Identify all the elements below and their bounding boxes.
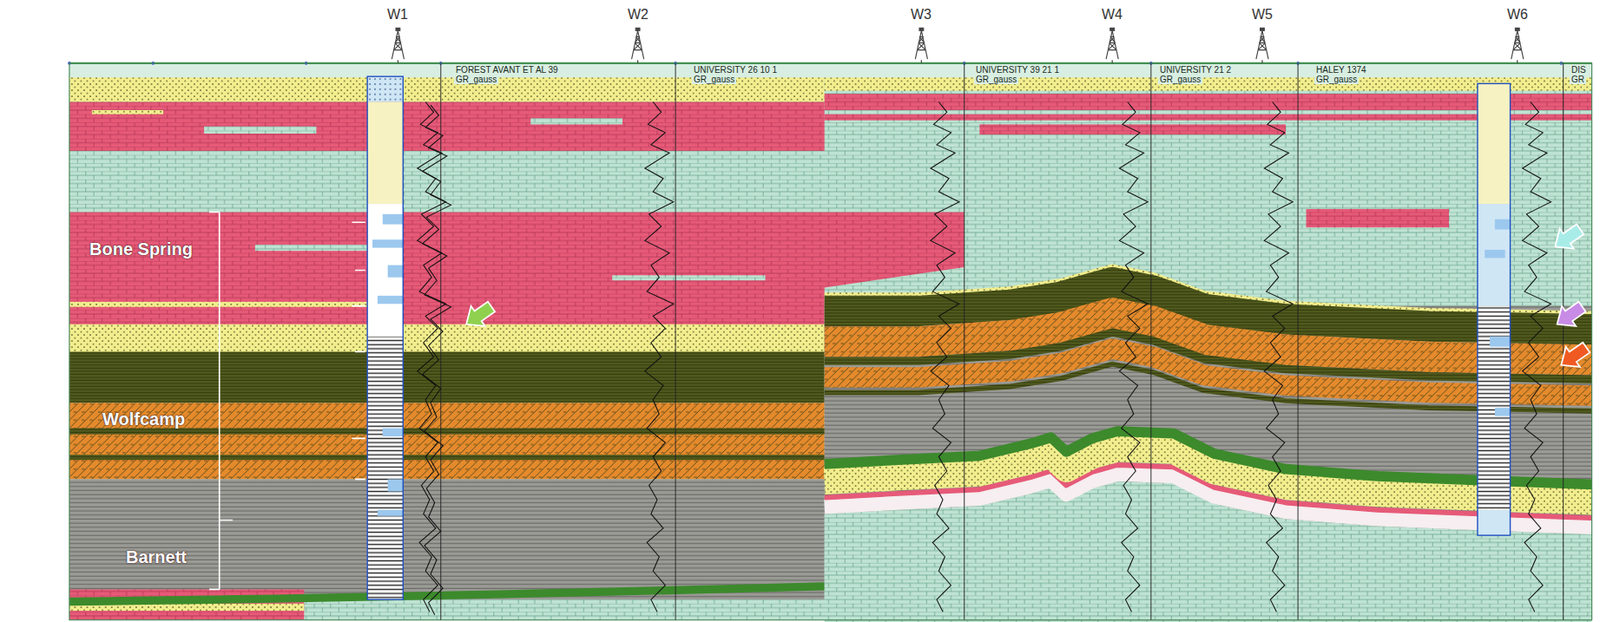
zone-bracket	[209, 211, 366, 590]
formation-name: Barnett	[125, 547, 187, 567]
well-header: UNIVERSITY 26 10 1	[691, 65, 779, 75]
header-strip	[69, 63, 1593, 78]
track-lines	[441, 63, 1564, 621]
well-header: UNIVERSITY 39 21 1	[974, 65, 1061, 75]
well-header: FOREST AVANT ET AL 39	[454, 65, 560, 75]
right-strata	[824, 76, 1593, 622]
well-header: UNIVERSITY 21 2	[1158, 65, 1233, 75]
well-name: W3	[910, 6, 932, 23]
gr-logs	[417, 102, 1552, 616]
well-name: W6	[1507, 6, 1528, 23]
log-name: GR_gauss	[454, 74, 499, 85]
well-header: HALEY 1374	[1314, 65, 1369, 75]
log-name: GR_gauss	[691, 74, 737, 85]
log-name: GR_gauss	[974, 74, 1019, 85]
section-frame	[69, 63, 1593, 621]
well-name: W4	[1101, 6, 1123, 23]
well-name: W5	[1251, 6, 1273, 23]
log-name: GR	[1569, 74, 1587, 85]
well-name: W1	[387, 6, 409, 23]
well-derricks	[391, 27, 1523, 64]
formation-name: Bone Spring	[89, 239, 193, 259]
well-name: W2	[627, 6, 649, 23]
well-header: DIS	[1569, 65, 1588, 75]
log-name: GR_gauss	[1158, 74, 1203, 85]
well-column-w6	[1477, 83, 1511, 536]
pointer-arrows	[459, 219, 1594, 376]
well-column-w1	[367, 76, 403, 600]
log-name: GR_gauss	[1314, 74, 1359, 85]
formation-name: Wolfcamp	[102, 409, 185, 429]
